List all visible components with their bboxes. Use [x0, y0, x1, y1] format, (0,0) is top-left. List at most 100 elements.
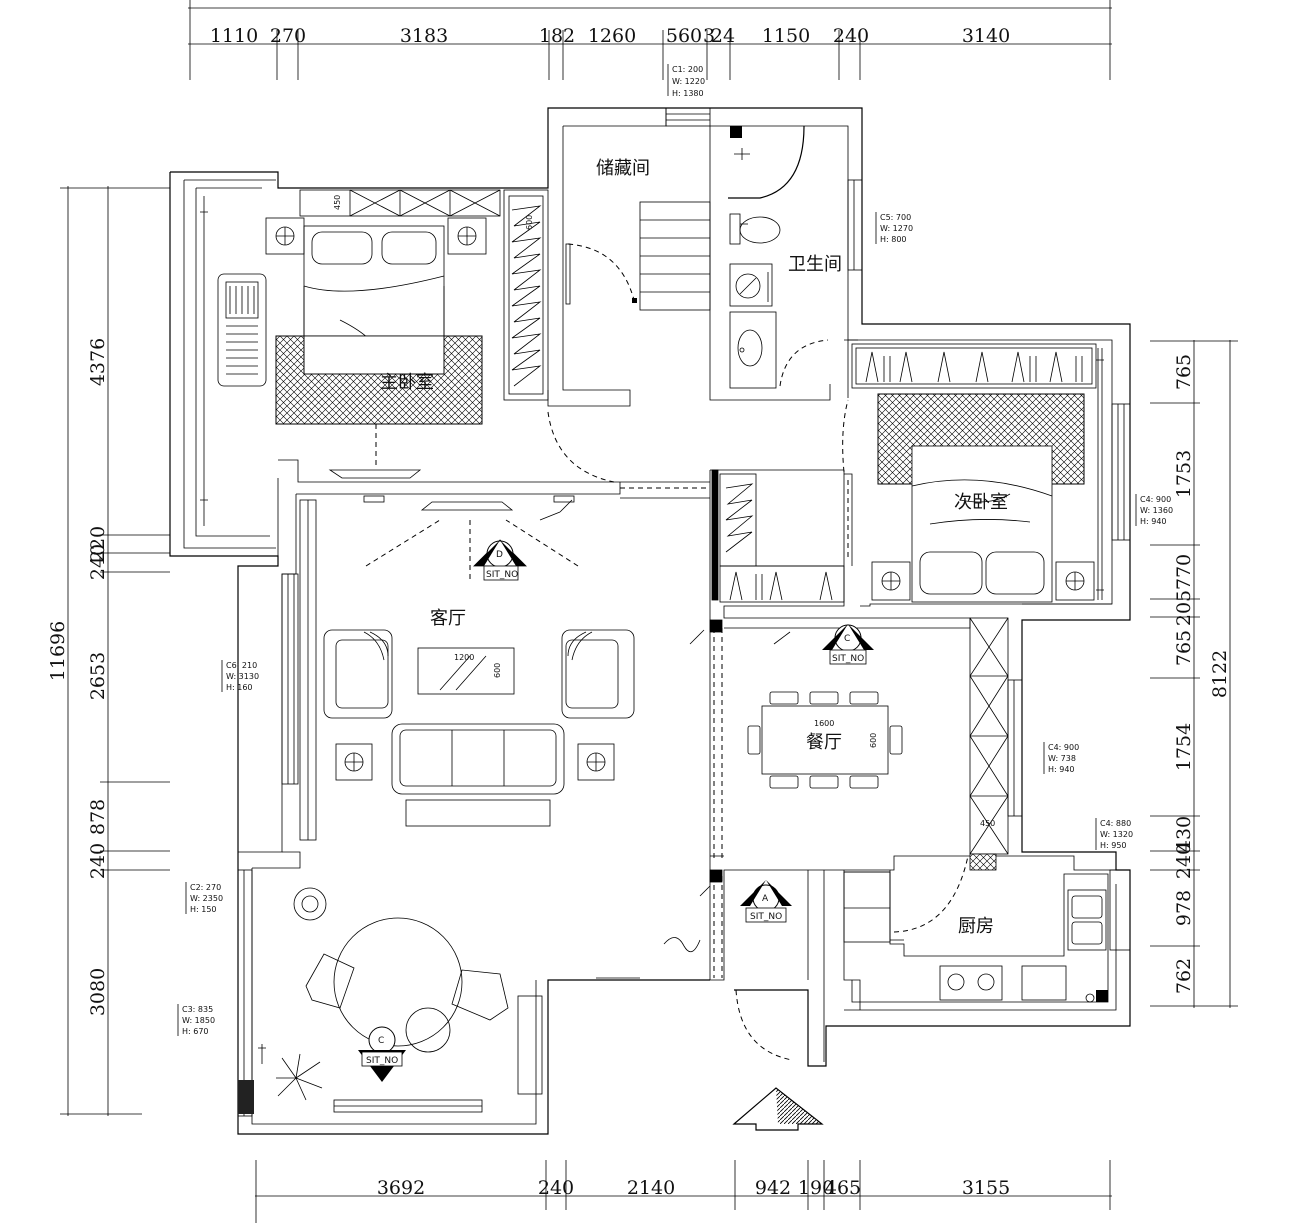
marker-C-letter: C	[844, 634, 850, 644]
toilet-icon	[729, 213, 781, 245]
marker-B-label: SIT_NO	[366, 1056, 398, 1066]
svg-text:W: 1360: W: 1360	[1140, 506, 1173, 515]
svg-text:W: 1850: W: 1850	[182, 1016, 215, 1025]
washing-machine-icon	[729, 263, 773, 307]
svg-text:H: 150: H: 150	[190, 905, 217, 914]
marker-D: D SIT_NO	[473, 539, 527, 581]
svg-text:H: 940: H: 940	[1140, 517, 1167, 526]
window-tags: C1: 200 W: 1220 H: 1380 C5: 700 W: 1270 …	[177, 64, 1173, 1036]
round-side-table	[405, 1007, 451, 1053]
storage-room: 储藏间	[547, 158, 711, 483]
window-tag-3: C4: 900 W: 1360 H: 940	[1135, 494, 1173, 526]
top-dim-11: 3140	[962, 25, 1010, 47]
corner-column	[238, 1080, 254, 1114]
bottom-dim-4: 942	[755, 1177, 791, 1199]
svg-text:C1: 200: C1: 200	[672, 65, 703, 74]
room-label-bathroom: 卫生间	[788, 254, 842, 275]
right-dim-5: 765	[1173, 630, 1195, 666]
bottom-dim-5: 190	[798, 1177, 834, 1199]
left-dim-6: 240	[87, 843, 109, 879]
walk-in-closet	[711, 469, 853, 603]
left-dim-5: 878	[87, 799, 109, 835]
marker-D-letter: D	[496, 550, 503, 560]
second-bed	[911, 445, 1053, 603]
floor-drain-icon	[730, 126, 742, 138]
kitchen: 厨房	[735, 855, 1109, 1061]
cabinet-depth: 450	[333, 195, 342, 210]
wardrobe-depth: 600	[525, 215, 534, 230]
top-dim-1: 1110	[210, 25, 258, 47]
right-dim-1: 765	[1173, 354, 1195, 390]
top-dim-6: 560	[666, 25, 702, 47]
window-tag-1: C1: 200 W: 1220 H: 1380	[667, 64, 705, 98]
svg-text:C2: 270: C2: 270	[190, 883, 221, 892]
svg-text:C4: 900: C4: 900	[1048, 743, 1079, 752]
right-dimension-chain: 8122 765 1753 770 205 765 1754 430 240 9…	[1150, 340, 1238, 1008]
side-table-left	[335, 743, 373, 781]
window-tag-6: C4: 880 W: 1320 H: 950	[1095, 818, 1133, 850]
round-rug	[333, 917, 463, 1047]
svg-text:C5: 700: C5: 700	[880, 213, 911, 222]
wardrobe	[503, 189, 549, 401]
window-tag-8: C3: 835 W: 1850 H: 670	[177, 1004, 215, 1036]
ceiling-light	[420, 501, 514, 511]
svg-text:C3: 835: C3: 835	[182, 1005, 213, 1014]
nightstand-left	[265, 217, 305, 255]
svg-text:H: 940: H: 940	[1048, 765, 1075, 774]
right-dim-4: 205	[1173, 590, 1195, 626]
window-tag-5: C4: 900 W: 738 H: 940	[1043, 742, 1079, 774]
dining-room: 1600 600 餐厅 450	[620, 487, 1009, 978]
right-dim-8: 240	[1173, 843, 1195, 879]
top-dim-2: 270	[270, 25, 306, 47]
master-bedroom: 450 600 主卧室	[200, 189, 549, 526]
sink-icon	[1067, 889, 1107, 951]
svg-text:W: 1320: W: 1320	[1100, 830, 1133, 839]
marker-D-label: SIT_NO	[486, 570, 518, 580]
left-dim-total: 11696	[47, 621, 69, 681]
top-dim-3: 3183	[400, 25, 448, 47]
second-bedroom: 次卧室	[711, 343, 1104, 603]
nightstand-right	[447, 217, 487, 255]
left-dim-2: 220	[87, 526, 109, 562]
top-dimension-chain: 1110 270 3183 182 1260 560 3 24 1150 240…	[188, 0, 1112, 80]
living-room: 客厅 1200 600	[238, 495, 635, 1114]
svg-text:W: 738: W: 738	[1048, 754, 1076, 763]
side-table-right	[577, 743, 615, 781]
top-dim-10: 240	[833, 25, 869, 47]
top-dim-7: 3	[703, 25, 715, 47]
right-dim-3: 770	[1173, 554, 1195, 590]
room-label-storage: 储藏间	[596, 158, 650, 179]
bathroom: 卫生间	[728, 125, 842, 389]
right-dim-2: 1753	[1173, 450, 1195, 498]
bookshelf	[517, 995, 543, 1095]
window-tag-4: C6: 210 W: 3130 H: 160	[221, 660, 259, 692]
stairs	[639, 201, 711, 311]
room-label-master-bedroom: 主卧室	[380, 372, 434, 393]
sideboard-depth: 450	[980, 819, 995, 828]
svg-text:H: 800: H: 800	[880, 235, 907, 244]
sofa	[391, 723, 565, 795]
exterior-walls	[169, 107, 1131, 1135]
left-dim-1: 4376	[87, 338, 109, 386]
bottom-dim-2: 240	[538, 1177, 574, 1199]
svg-text:W: 3130: W: 3130	[226, 672, 259, 681]
stove-icon	[939, 965, 1003, 1001]
sideboard-cabinet	[969, 617, 1009, 855]
bottom-dim-6: 465	[825, 1177, 861, 1199]
svg-text:W: 1270: W: 1270	[880, 224, 913, 233]
lounge-chair-2	[451, 969, 509, 1021]
floor-lamp	[293, 887, 327, 921]
dining-table-width: 1600	[814, 719, 834, 728]
second-nightstand-left	[871, 561, 911, 601]
right-dim-10: 762	[1173, 958, 1195, 994]
bottom-dim-7: 3155	[962, 1177, 1010, 1199]
right-dim-6: 1754	[1173, 723, 1195, 771]
annotation-leaders	[539, 499, 791, 979]
room-label-living-room: 客厅	[430, 608, 466, 629]
armchair-right	[561, 629, 635, 719]
microwave	[1021, 965, 1067, 1001]
tv-wall	[299, 499, 317, 841]
marker-C: C SIT_NO	[822, 624, 874, 665]
marker-A-letter: A	[762, 894, 769, 904]
